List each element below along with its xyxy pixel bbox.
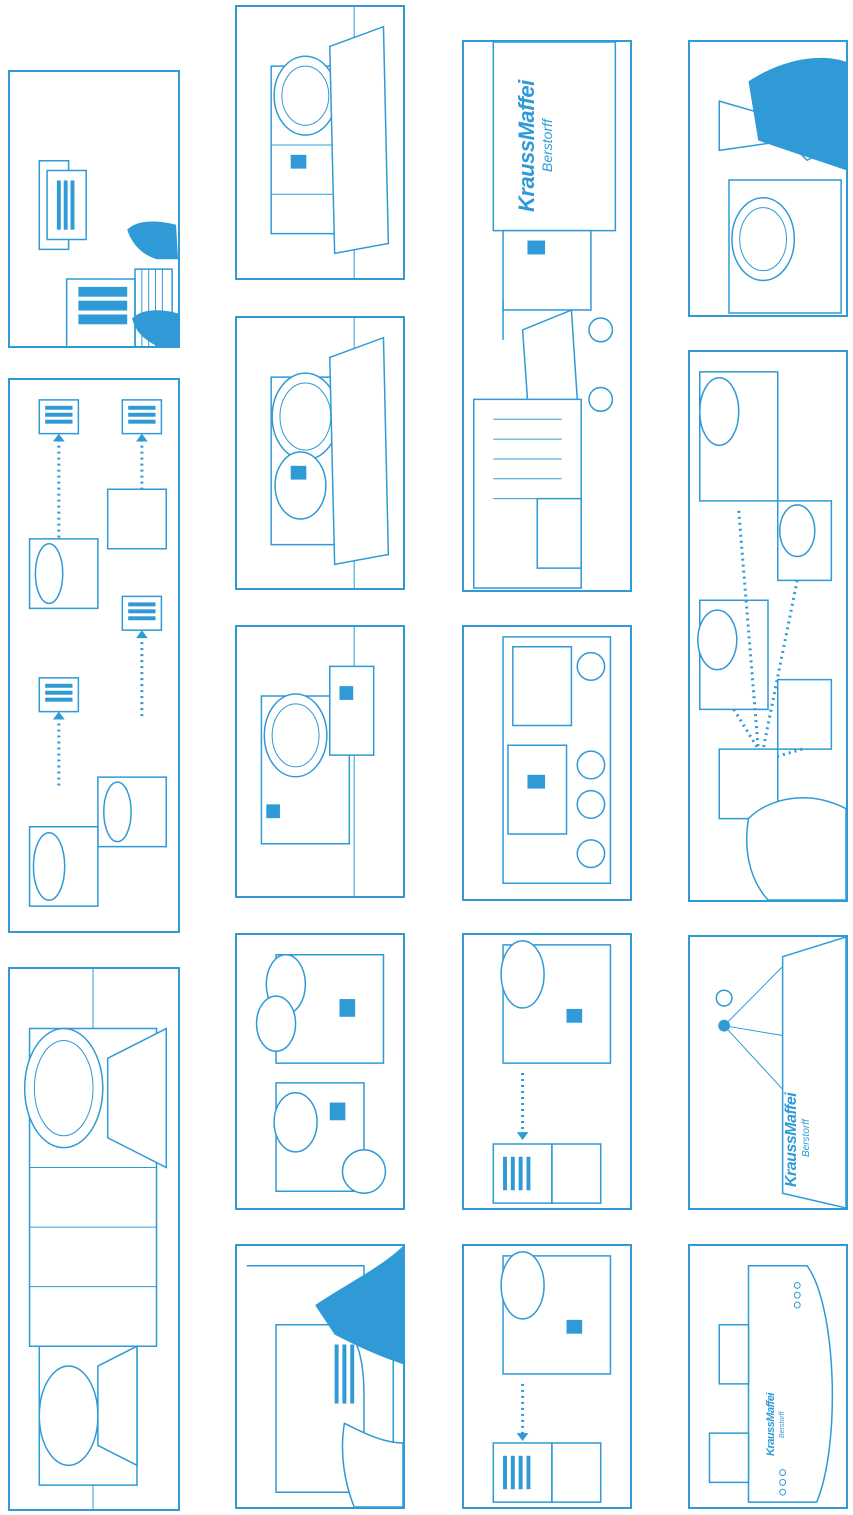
gearbox-on-frame-icon <box>261 666 373 843</box>
panel-part-labelling <box>8 378 180 933</box>
panel-truck-loading: KraussMaffei Berstorff <box>462 40 632 592</box>
part-labelling-illustration <box>10 380 178 931</box>
extruder-on-frame-icon <box>271 338 388 565</box>
panel-shipping: KraussMaffei Berstorff <box>688 1244 848 1509</box>
laptop-icon <box>493 1443 600 1502</box>
panel-low-loader <box>462 625 632 901</box>
hand-label-illustration <box>237 1246 403 1507</box>
extruder-frame-illustration <box>237 318 403 588</box>
panel-laptop-scan-2 <box>462 1244 632 1509</box>
panel-laptop-scan-1 <box>462 933 632 1210</box>
parts-icon <box>698 372 832 749</box>
panel-extruder-assembly <box>8 967 180 1511</box>
parts-assembly-icon <box>257 955 386 1194</box>
extruder-assembly-icon <box>25 1029 167 1486</box>
brand-name: KraussMaffei <box>784 1093 800 1187</box>
truck-brand-logo: KraussMaffei Berstorff <box>516 80 554 212</box>
crane-hook-icon <box>716 962 787 1095</box>
extruder-assembly-illustration <box>10 969 178 1509</box>
panel-scanner-parts <box>688 350 848 902</box>
panel-gearbox-frame <box>235 625 405 898</box>
extruder-frame-illustration <box>237 7 403 278</box>
crane-crate-illustration <box>690 937 846 1208</box>
panel-extruder-frame-2 <box>235 316 405 590</box>
extruder-icon <box>501 941 610 1063</box>
ship-brand-logo: KraussMaffei Berstorff <box>766 1393 786 1456</box>
low-loader-illustration <box>464 627 630 899</box>
brand-subtitle: Berstorff <box>779 1393 786 1456</box>
barcode-label-icon <box>335 1344 355 1403</box>
panel-parts-assembly <box>235 933 405 1210</box>
panel-maintenance <box>688 40 848 317</box>
brand-name: KraussMaffei <box>766 1393 777 1456</box>
panel-hand-label <box>235 1244 405 1509</box>
order-entry-illustration <box>10 72 178 346</box>
truck-icon <box>493 42 615 310</box>
printer-icon <box>39 161 86 250</box>
gearbox-frame-illustration <box>237 627 403 896</box>
scanner-parts-illustration <box>690 352 846 900</box>
hand-icon <box>747 798 846 900</box>
hand-icon <box>749 58 847 170</box>
brand-name: KraussMaffei <box>516 80 538 212</box>
laptop-icon <box>493 1144 600 1203</box>
brand-subtitle: Berstorff <box>540 80 554 212</box>
laptop-scan-illustration <box>464 935 630 1208</box>
extruder-icon <box>501 1252 610 1374</box>
maintenance-illustration <box>690 42 846 315</box>
panel-crane-crate: KraussMaffei Berstorff <box>688 935 848 1210</box>
laptop-scan-illustration <box>464 1246 630 1507</box>
crate-brand-logo: KraussMaffei Berstorff <box>784 1093 812 1187</box>
brand-subtitle: Berstorff <box>802 1093 812 1187</box>
ship-icon <box>710 1266 833 1502</box>
panel-extruder-frame-1 <box>235 5 405 280</box>
shipping-illustration <box>690 1246 846 1507</box>
low-loader-truck-icon <box>503 637 610 883</box>
parts-assembly-illustration <box>237 935 403 1208</box>
warehouse-icon <box>474 399 581 588</box>
panel-order-entry <box>8 70 180 348</box>
extruder-on-frame-icon <box>271 27 388 254</box>
extruder-icon <box>729 180 841 313</box>
